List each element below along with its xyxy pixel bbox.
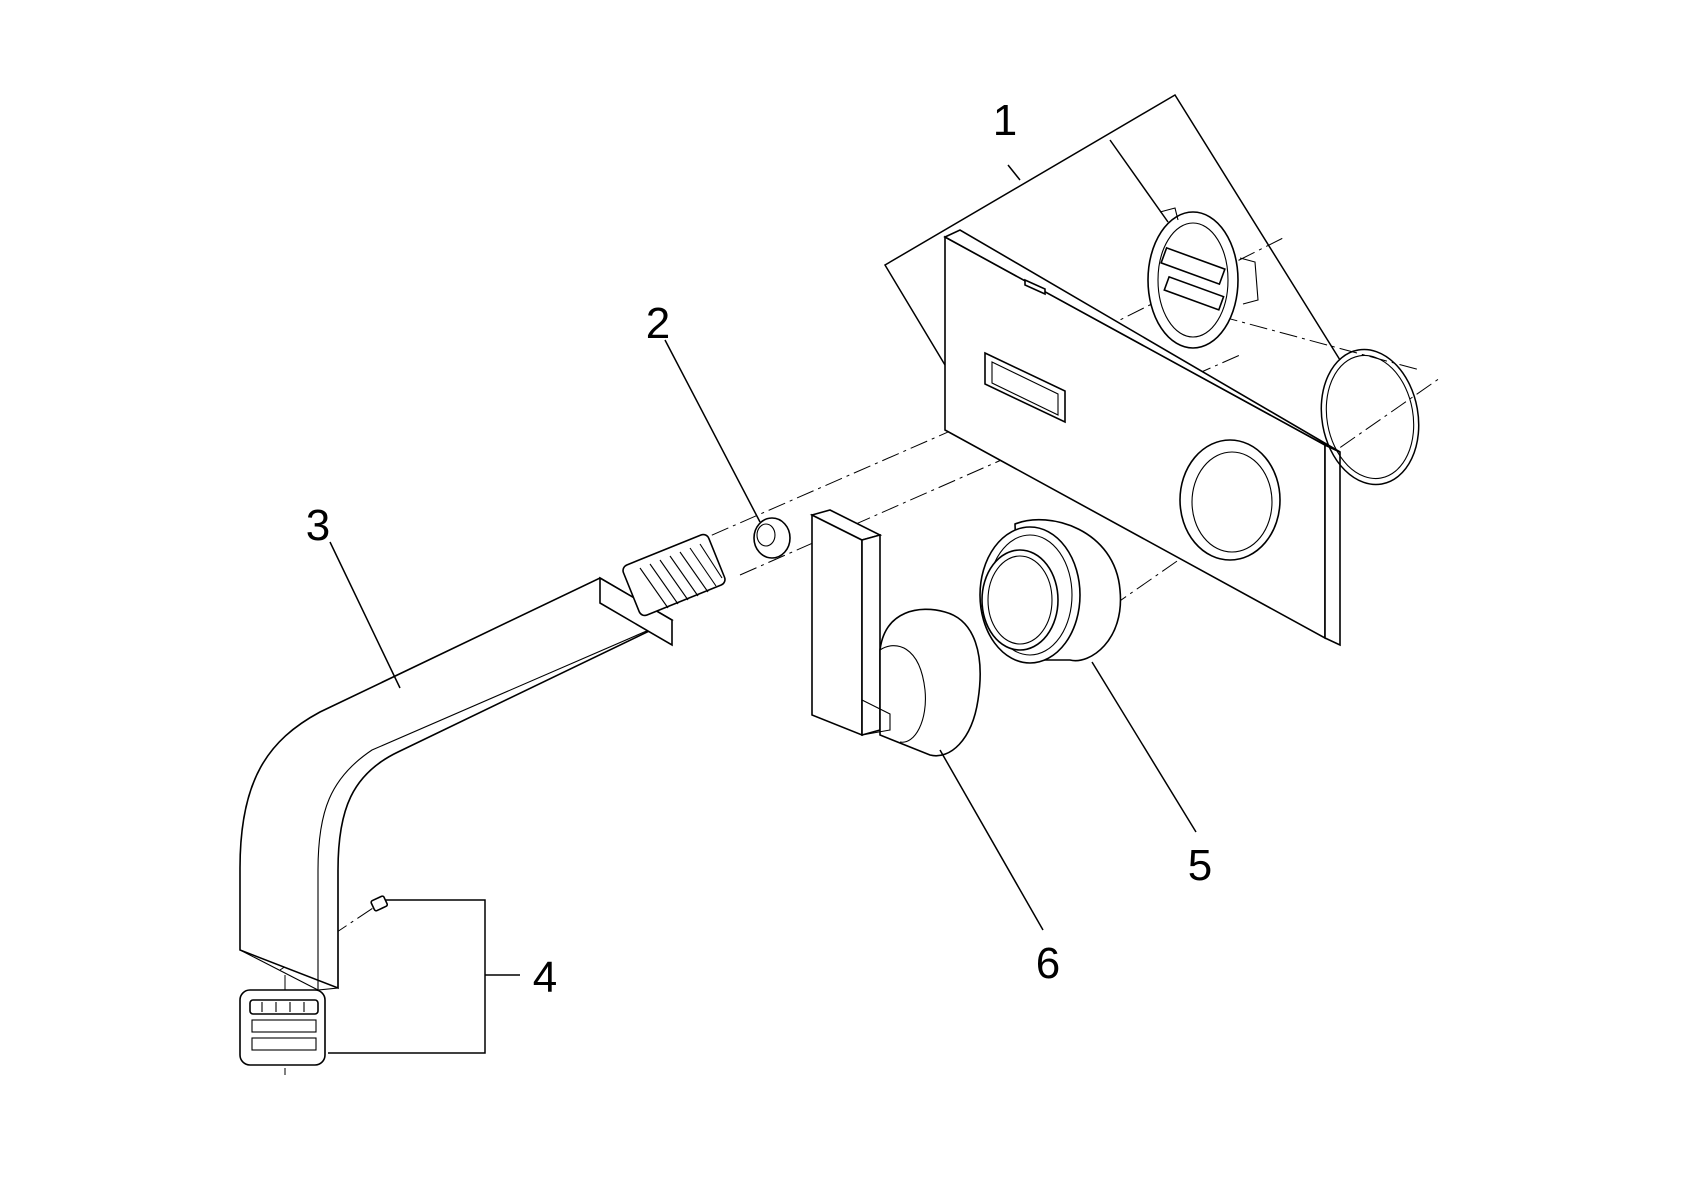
o-ring [1320,348,1420,486]
callout-3: 3 [306,501,330,550]
leader-lines [328,93,1341,1054]
aerator [239,989,326,1066]
callout-6: 6 [1036,939,1060,988]
mounting-ring [1147,207,1259,349]
cover-plate [943,229,1341,647]
callout-4: 4 [533,953,557,1002]
spout-thread [639,543,723,609]
sleeve [979,519,1122,664]
callout-2: 2 [646,299,670,348]
plate-logo [1024,278,1046,296]
callout-5: 5 [1188,841,1212,890]
lever-handle [809,509,981,757]
washer [753,517,791,559]
grub-screw [370,895,389,912]
callout-1: 1 [993,96,1017,145]
spout [239,533,726,991]
callout-labels: 1 2 3 4 5 6 [306,96,1212,1002]
